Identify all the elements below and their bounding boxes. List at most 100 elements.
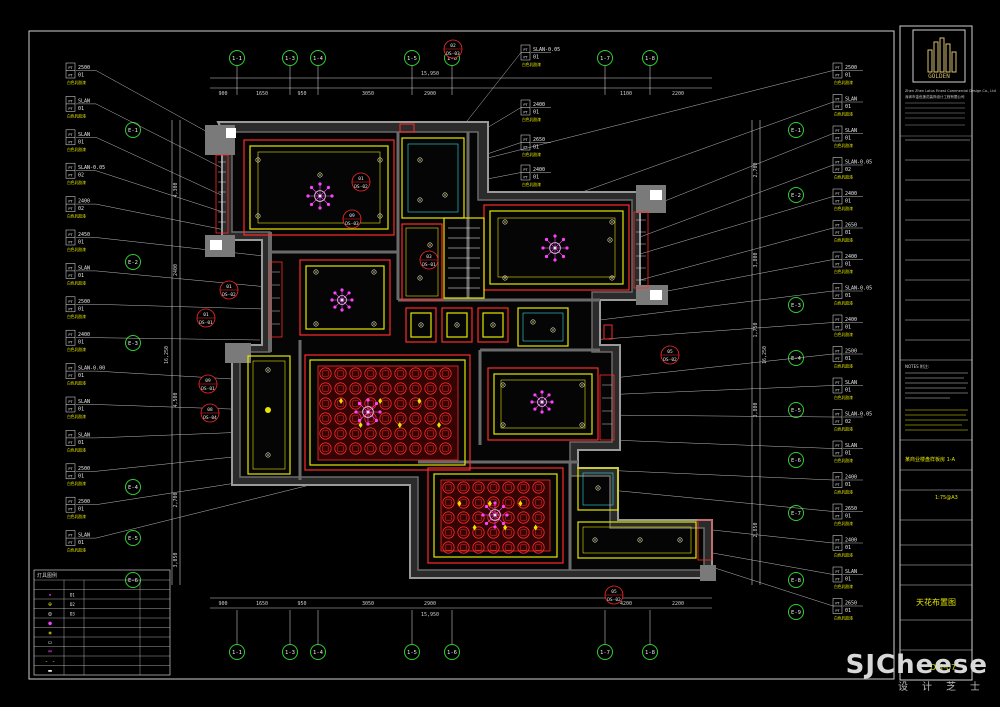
grid-bubble-right: E-8 (788, 572, 804, 588)
company-logo-box (912, 29, 966, 83)
svg-text:01: 01 (845, 73, 851, 79)
svg-text:2650: 2650 (845, 506, 857, 512)
svg-text:2450: 2450 (78, 232, 90, 238)
svg-text:01: 01 (845, 136, 851, 142)
svg-text:E-9: E-9 (791, 610, 801, 616)
svg-text:白色乳胶漆: 白色乳胶漆 (67, 280, 86, 285)
svg-text:PT: PT (835, 161, 840, 165)
svg-text:09: 09 (205, 378, 211, 384)
sheet-border (28, 30, 895, 680)
svg-text:白色乳胶漆: 白色乳胶漆 (67, 381, 86, 386)
grid-bubble-top: 1-8 (642, 50, 658, 66)
svg-text:1-3: 1-3 (285, 56, 295, 62)
svg-text:1-7: 1-7 (600, 56, 610, 62)
svg-text:PT: PT (835, 326, 840, 330)
legend-row: ❋ (34, 627, 170, 637)
grid-bubble-left: E-2 (125, 254, 141, 270)
svg-text:白色乳胶漆: 白色乳胶漆 (522, 117, 541, 122)
floor-plan-walls (205, 121, 716, 581)
svg-text:01: 01 (78, 106, 84, 112)
svg-text:2650: 2650 (845, 601, 857, 607)
downlight-icon (377, 213, 383, 219)
grid-bubble-right: E-3 (788, 297, 804, 313)
svg-text:⊕: ⊕ (48, 601, 52, 608)
room-bath-1 (517, 307, 569, 347)
room-bedroom-3 (487, 367, 599, 441)
logo-text: GOLDEN (928, 73, 950, 80)
svg-text:01: 01 (533, 55, 539, 61)
dim-top: 1100 (620, 91, 632, 97)
dim-bottom-total: 15,950 (421, 612, 439, 618)
chandelier-living-icon (354, 398, 382, 426)
dim-left: 2400 (173, 264, 179, 276)
svg-text:E-2: E-2 (791, 193, 801, 199)
svg-text:PT: PT (68, 66, 73, 70)
svg-text:01: 01 (845, 577, 851, 583)
svg-text:DS-01: DS-01 (422, 262, 436, 268)
svg-text:02: 02 (845, 419, 851, 425)
dim-left: 3,050 (173, 552, 179, 567)
downlight-icon (317, 172, 323, 178)
svg-text:02: 02 (450, 43, 456, 49)
watermark: SJCheese 设计芝士 (846, 652, 988, 693)
svg-text:2500: 2500 (845, 349, 857, 355)
svg-text:PT: PT (523, 103, 528, 107)
svg-text:PT: PT (835, 476, 840, 480)
svg-text:DS-02: DS-02 (222, 292, 236, 298)
dimension-lines (171, 77, 761, 609)
downlight-icon (255, 213, 261, 219)
dim-top-total: 15,950 (421, 71, 439, 77)
svg-text:01: 01 (358, 176, 364, 182)
svg-text:2400: 2400 (78, 199, 90, 205)
svg-text:01: 01 (845, 262, 851, 268)
curtain-boxes (215, 154, 713, 561)
company-line-2: 深圳市金色莲花装饰设计工程有限公司 (905, 94, 965, 99)
svg-text:白色乳胶漆: 白色乳胶漆 (834, 427, 853, 432)
svg-text:02: 02 (78, 206, 84, 212)
svg-text:白色乳胶漆: 白色乳胶漆 (834, 395, 853, 400)
dim-top: 950 (297, 91, 306, 97)
svg-text:08: 08 (207, 407, 213, 413)
chandelier-bedroom-1-icon (306, 182, 334, 210)
grid-bubble-right: E-9 (788, 604, 804, 620)
chandelier-bedroom-3-icon (530, 390, 554, 414)
svg-text:DS-04: DS-04 (203, 415, 217, 421)
svg-text:E-6: E-6 (128, 578, 138, 584)
svg-text:▭: ▭ (48, 639, 52, 646)
svg-text:PT: PT (68, 266, 73, 270)
svg-text:白色乳胶漆: 白色乳胶漆 (834, 521, 853, 526)
svg-text:PT: PT (835, 413, 840, 417)
svg-text:05: 05 (667, 349, 673, 355)
svg-text:2650: 2650 (845, 223, 857, 229)
svg-text:01: 01 (78, 407, 84, 413)
svg-text:1-6: 1-6 (447, 56, 457, 62)
grid-bubble-right: E-7 (788, 505, 804, 521)
dim-bottom: 3050 (362, 601, 374, 607)
svg-text:PT: PT (835, 74, 840, 78)
svg-text:PT: PT (835, 602, 840, 606)
svg-text:1-5: 1-5 (407, 56, 417, 62)
svg-text:白色乳胶漆: 白色乳胶漆 (67, 80, 86, 85)
downlight-icon (417, 197, 423, 203)
svg-text:白色乳胶漆: 白色乳胶漆 (67, 113, 86, 118)
svg-text:PT: PT (835, 98, 840, 102)
svg-text:SLAN-0.05: SLAN-0.05 (845, 286, 872, 292)
svg-text:PT: PT (68, 140, 73, 144)
svg-text:05: 05 (611, 589, 617, 595)
watermark-sub: 设计芝士 (898, 682, 994, 693)
